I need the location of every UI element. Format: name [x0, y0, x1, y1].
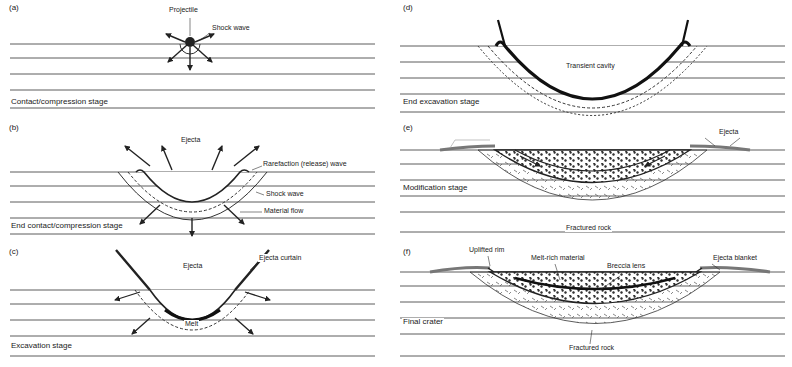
part-label: Ejecta — [718, 128, 739, 136]
part-label: Projectile — [168, 6, 199, 14]
panel-letter: (e) — [402, 124, 414, 133]
part-label: Melt-rich material — [530, 254, 586, 262]
stage-label: End excavation stage — [402, 98, 481, 107]
part-label: Breccia lens — [606, 262, 646, 270]
panel-letter: (d) — [402, 4, 414, 13]
part-label: Ejecta — [180, 136, 201, 144]
panel-letter: (b) — [8, 124, 20, 133]
part-label: Shock wave — [211, 24, 251, 32]
panel-letter: (a) — [8, 4, 20, 13]
stage-label: End contact/compression stage — [10, 222, 124, 231]
part-label: Ejecta curtain — [258, 254, 302, 262]
part-label: Transient cavity — [565, 62, 616, 70]
stage-label: Final crater — [402, 318, 444, 327]
part-label: Uplifted rim — [468, 246, 505, 254]
stage-label: Contact/compression stage — [10, 98, 109, 107]
part-label: Ejecta blanket — [712, 254, 758, 262]
panel-letter: (f) — [402, 248, 412, 257]
part-label: Shock wave — [265, 190, 305, 198]
stage-label: Excavation stage — [10, 342, 73, 351]
part-label: Material flow — [263, 207, 304, 215]
part-label: Rarefaction (release) wave — [262, 160, 348, 168]
part-label: Fractured rock — [568, 344, 615, 352]
part-label: Ejecta — [182, 262, 203, 270]
part-label: Fractured rock — [565, 224, 612, 232]
part-label: Melt — [184, 320, 199, 328]
stage-label: Modification stage — [402, 184, 468, 193]
panel-letter: (c) — [8, 248, 19, 257]
